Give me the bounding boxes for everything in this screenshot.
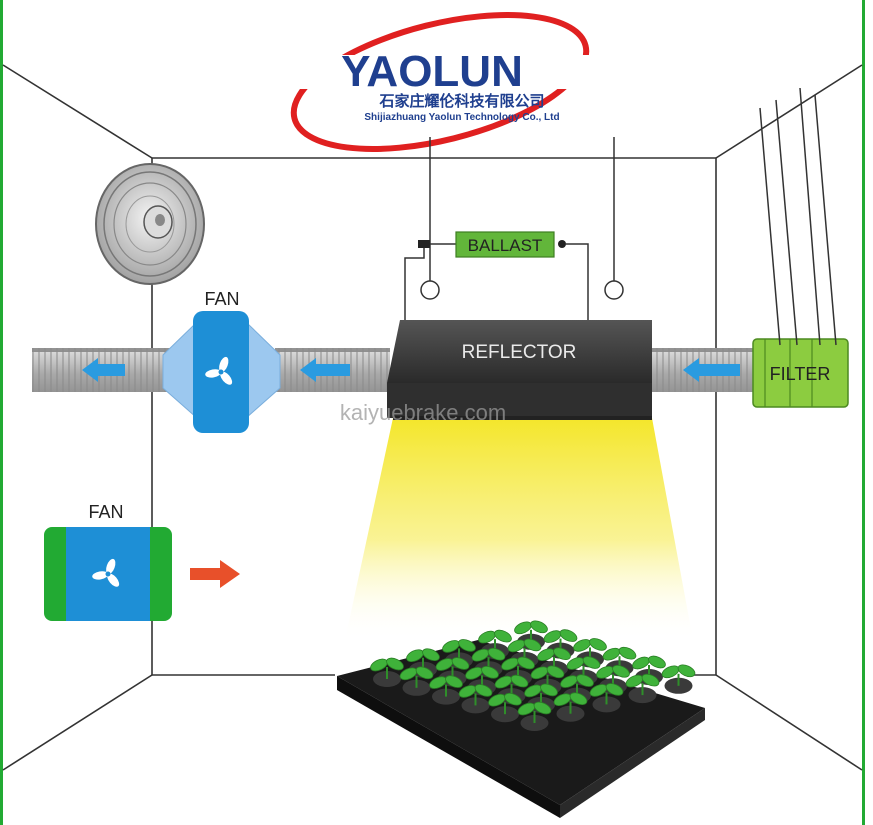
seedling: [589, 683, 624, 705]
seedling: [602, 646, 637, 669]
seedling: [458, 684, 493, 706]
seedling: [501, 656, 535, 678]
seedling: [488, 692, 522, 715]
seedling: [514, 620, 548, 642]
company-logo: YAOLUN 石家庄耀伦科技有限公司 Shijiazhuang Yaolun T…: [270, 12, 605, 152]
plug-icon: [418, 240, 456, 248]
intake-arrow-icon: [190, 560, 240, 588]
seedling: [478, 629, 512, 652]
filter-label: FILTER: [770, 364, 831, 384]
airflow-arrow-middle: [300, 358, 350, 382]
logo-english-name: Shijiazhuang Yaolun Technology Co., Ltd: [364, 112, 559, 123]
intake-fan: [44, 527, 172, 621]
ballast-label: BALLAST: [468, 236, 543, 255]
reflector-label: REFLECTOR: [462, 342, 577, 363]
ballast-wiring: [404, 243, 589, 320]
airflow-arrow-right: [683, 358, 740, 382]
fan-blade-icon: [205, 356, 233, 385]
reflector-hood: [387, 320, 652, 420]
reflector-hanging-cords: [420, 137, 624, 300]
logo-brand: YAOLUN: [341, 47, 523, 96]
inline-fan-label: FAN: [204, 289, 239, 309]
carbon-filter: [752, 338, 849, 408]
light-beam: [345, 418, 693, 640]
seedling: [543, 629, 578, 651]
seedling: [560, 674, 594, 696]
seedling: [442, 639, 476, 661]
intake-fan-label: FAN: [88, 502, 123, 522]
watermark: kaiyuebrake.com: [340, 400, 506, 425]
seedling: [494, 674, 529, 697]
seedlings: [370, 620, 696, 723]
seedling: [632, 655, 666, 677]
seedling: [465, 665, 499, 688]
airflow-arrow-left: [82, 358, 125, 382]
seedling: [517, 701, 552, 723]
seedling: [661, 664, 696, 686]
seedling: [530, 665, 565, 687]
seedling: [406, 648, 440, 670]
plug-icon: [558, 240, 566, 248]
seedling: [573, 638, 607, 660]
filter-hanging-cords: [759, 87, 837, 346]
seedling: [370, 657, 404, 679]
seedling: [507, 638, 542, 660]
ballast: [455, 231, 555, 258]
wall-fan-icon: [95, 163, 205, 285]
seedling: [553, 692, 588, 714]
inline-fan: [162, 311, 281, 433]
seedling: [399, 666, 434, 688]
seedling: [566, 656, 601, 678]
fan-blade-icon: [92, 558, 120, 587]
seedling: [625, 673, 660, 696]
seedling: [429, 675, 463, 697]
seedling: [524, 683, 558, 705]
logo-chinese-name: 石家庄耀伦科技有限公司: [378, 92, 544, 110]
